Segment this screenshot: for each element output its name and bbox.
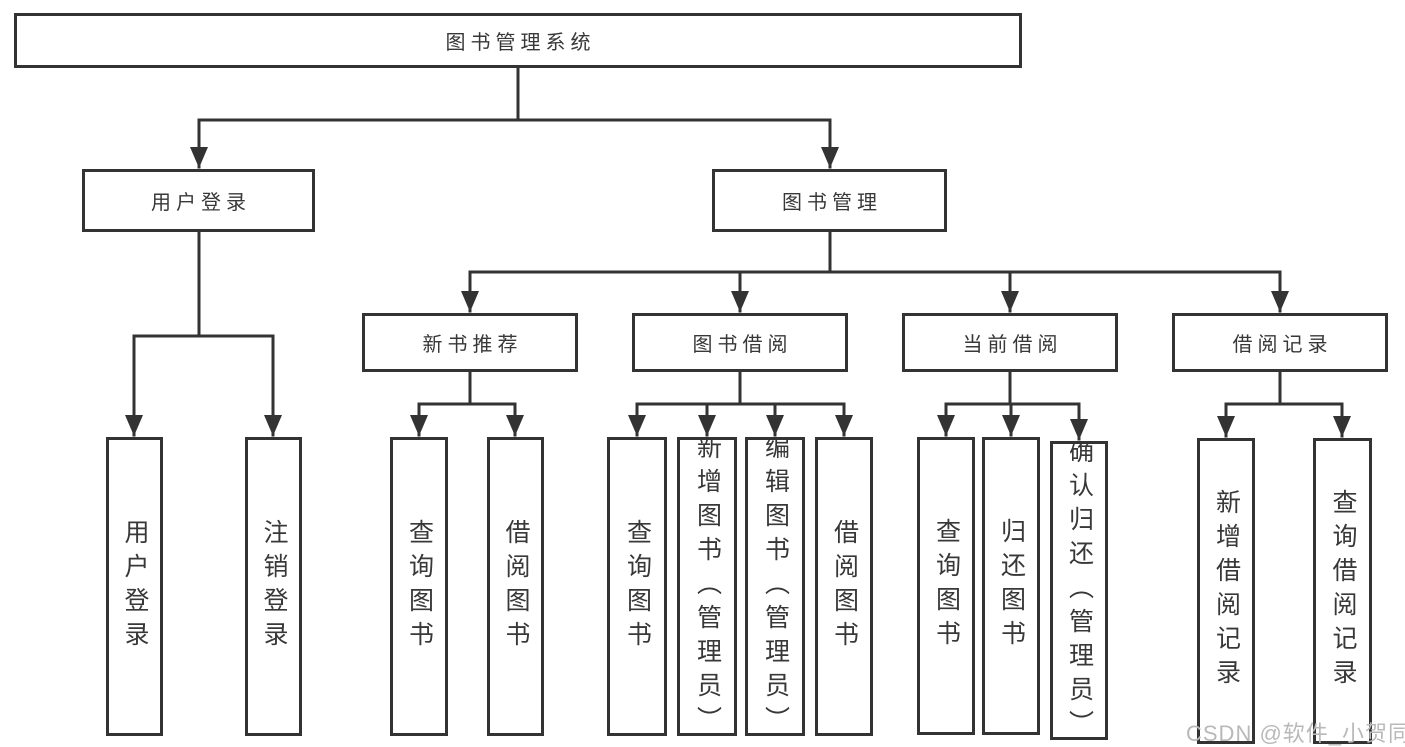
leaf-current-query-books-label: 查询图书	[932, 518, 961, 654]
leaf-current-query-books: 查询图书	[917, 437, 975, 735]
node-current-borrow: 当前借阅	[902, 313, 1118, 372]
leaf-logout-label: 注销登录	[260, 518, 288, 655]
leaf-recommend-query-books: 查询图书	[390, 437, 448, 736]
leaf-borrow-add-books-admin-label: 新增图书（管理员）	[693, 437, 722, 736]
leaf-user-login: 用户登录	[106, 437, 163, 736]
node-book-borrow: 图书借阅	[632, 313, 848, 372]
leaf-current-confirm-return-admin-label: 确认归还（管理员）	[1065, 441, 1094, 740]
leaf-records-add-record-label: 新增借阅记录	[1212, 489, 1241, 693]
leaf-user-login-label: 用户登录	[121, 518, 149, 655]
leaf-logout: 注销登录	[245, 437, 302, 736]
leaf-borrow-edit-books-admin: 编辑图书（管理员）	[745, 437, 805, 736]
node-new-book-recommend: 新书推荐	[362, 313, 578, 372]
leaf-current-return-books-label: 归还图书	[997, 518, 1026, 654]
leaf-records-add-record: 新增借阅记录	[1197, 438, 1255, 744]
leaf-borrow-edit-books-admin-label: 编辑图书（管理员）	[761, 437, 790, 736]
node-user-login: 用户登录	[82, 169, 315, 232]
csdn-watermark: CSDN @软件_小贺同学	[1186, 721, 1405, 746]
leaf-borrow-query-books: 查询图书	[607, 437, 667, 736]
leaf-borrow-add-books-admin: 新增图书（管理员）	[677, 437, 737, 736]
leaf-borrow-query-books-label: 查询图书	[623, 518, 652, 655]
node-borrow-records: 借阅记录	[1172, 313, 1388, 372]
leaf-records-query-record: 查询借阅记录	[1313, 438, 1372, 744]
leaf-records-query-record-label: 查询借阅记录	[1329, 489, 1357, 693]
leaf-current-confirm-return-admin: 确认归还（管理员）	[1050, 441, 1108, 740]
leaf-recommend-query-books-label: 查询图书	[405, 518, 434, 655]
leaf-recommend-borrow-books-label: 借阅图书	[502, 518, 530, 655]
leaf-current-return-books: 归还图书	[982, 437, 1040, 735]
node-system-root: 图书管理系统	[14, 13, 1022, 68]
node-book-management: 图书管理	[712, 169, 947, 232]
leaf-borrow-borrow-books: 借阅图书	[815, 437, 873, 736]
leaf-borrow-borrow-books-label: 借阅图书	[830, 518, 859, 655]
leaf-recommend-borrow-books: 借阅图书	[487, 437, 544, 736]
